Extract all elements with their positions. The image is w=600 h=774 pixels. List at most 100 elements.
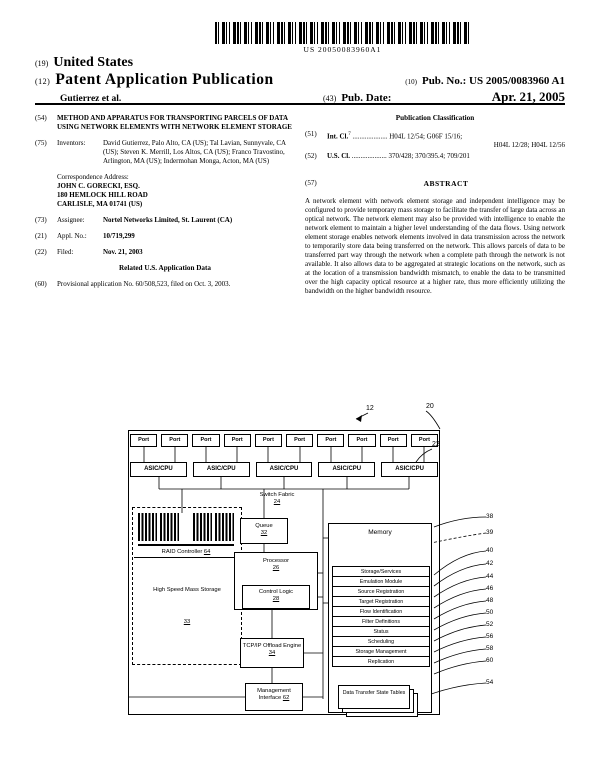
switch-fabric-ref: 24 xyxy=(273,499,281,505)
ref-12-label: (12) xyxy=(35,77,51,86)
disk-array-icon xyxy=(138,513,235,546)
asic-cpu-box: ASIC/CPU xyxy=(381,462,438,477)
asic-cpu-box: ASIC/CPU xyxy=(192,462,250,477)
disk-icon xyxy=(214,513,235,541)
abstract-heading-block: (57) ABSTRACT xyxy=(305,179,565,188)
field-54: (54) xyxy=(35,114,47,122)
int-cl-line1: Int. Cl.7 .................... H04L 12/5… xyxy=(327,130,565,141)
memory-title: Memory xyxy=(368,529,392,536)
management-interface-ref: 62 xyxy=(282,695,290,701)
pub-no-label: Pub. No.: xyxy=(421,75,467,87)
control-logic-box: Control Logic 28 xyxy=(242,585,310,609)
bibliographic-columns: (54) METHOD AND APPARATUS FOR TRANSPORTI… xyxy=(35,114,565,296)
hsms-label: High Speed Mass Storage xyxy=(153,587,221,593)
switch-fabric-text: Switch Fabric xyxy=(259,492,295,498)
int-cl-label: Int. Cl. xyxy=(327,132,349,141)
queue-box: Queue 32 xyxy=(240,518,288,544)
int-cl-sup: 7 xyxy=(348,132,351,137)
ref-46: 46 xyxy=(486,585,494,592)
pub-no-value: US 2005/0083960 A1 xyxy=(469,75,565,87)
ref-22: 22 xyxy=(432,441,440,448)
ref-44: 44 xyxy=(486,573,494,580)
processor-ref: 26 xyxy=(272,565,280,571)
port-box: Port xyxy=(254,434,283,447)
ref-58: 58 xyxy=(486,645,494,652)
authors: Gutierrez et al. xyxy=(60,94,122,104)
us-cl-block: (52) U.S. Cl. .................... 370/4… xyxy=(305,152,565,161)
filed-label: Filed: xyxy=(57,248,74,256)
ref-56: 56 xyxy=(486,633,494,640)
ref-42: 42 xyxy=(486,560,494,567)
management-interface-box: Management Interface 62 xyxy=(245,683,303,711)
provisional-block: (60) Provisional application No. 60/508,… xyxy=(35,280,295,289)
left-column: (54) METHOD AND APPARATUS FOR TRANSPORTI… xyxy=(35,114,295,296)
assignee-value: Nortel Networks Limited, St. Laurent (CA… xyxy=(103,216,233,224)
queue-ref: 32 xyxy=(260,530,268,536)
asic-cpu-box: ASIC/CPU xyxy=(318,462,376,477)
ref-12: 12 xyxy=(366,405,374,412)
disk-icon xyxy=(192,513,212,541)
us-cl-label: U.S. Cl. xyxy=(327,152,350,161)
port-row: Port Port Port Port Port Port Port Port … xyxy=(130,434,439,447)
country-name: United States xyxy=(53,55,134,70)
doc-type: (12) Patent Application Publication xyxy=(35,71,274,89)
dot-leader: .................... xyxy=(351,152,387,161)
ref-54: 54 xyxy=(486,679,494,686)
field-60: (60) xyxy=(35,280,47,288)
field-73: (73) xyxy=(35,216,47,224)
ref-40: 40 xyxy=(486,547,494,554)
switch-fabric-label: Switch Fabric 24 xyxy=(217,492,337,506)
related-data-heading: Related U.S. Application Data xyxy=(118,264,212,272)
port-box: Port xyxy=(223,434,251,447)
dot-leader: .................... xyxy=(352,132,388,141)
country-line: (19) United States xyxy=(35,53,565,71)
pub-no: (10)Pub. No.: US 2005/0083960 A1 xyxy=(405,75,565,87)
figure-diagram: Port Port Port Port Port Port Port Port … xyxy=(122,403,522,763)
tcpip-ref: 34 xyxy=(268,650,276,656)
ref-48: 48 xyxy=(486,597,494,604)
barcode-caption: US 20050083960A1 xyxy=(303,45,382,54)
int-cl-block: (51) Int. Cl.7 .................... H04L… xyxy=(305,130,565,150)
ref-43: (43) xyxy=(323,94,337,103)
port-box: Port xyxy=(348,434,376,447)
header: (19) United States (12) Patent Application… xyxy=(35,53,565,105)
assignee-label: Assignee: xyxy=(57,216,85,224)
correspondence-label: Correspondence Address: xyxy=(57,173,129,181)
barcode-icon xyxy=(215,22,470,44)
port-box: Port xyxy=(410,434,439,447)
tcpip-offload-engine-box: TCP/IP Offload Engine 34 xyxy=(240,638,304,668)
provisional-value: Provisional application No. 60/508,523, … xyxy=(57,280,231,288)
ref-19: (19) xyxy=(35,59,49,68)
field-21: (21) xyxy=(35,232,47,240)
field-51: (51) xyxy=(305,130,317,138)
filed-block: (22) Filed: Nov. 21, 2003 xyxy=(35,248,295,257)
port-box: Port xyxy=(286,434,314,447)
inventors-block: (75) Inventors: David Gutierrez, Palo Al… xyxy=(35,139,295,166)
control-logic-ref: 28 xyxy=(272,596,280,602)
appl-no-block: (21) Appl. No.: 10/719,299 xyxy=(35,232,295,241)
doc-type-text: Patent Application Publication xyxy=(55,71,274,88)
field-52: (52) xyxy=(305,152,317,161)
us-cl-value: 370/428; 370/395.4; 709/201 xyxy=(388,152,470,161)
ref-38: 38 xyxy=(486,513,494,520)
doctype-line: (12) Patent Application Publication (10)P… xyxy=(35,71,565,89)
classification-heading: Publication Classification xyxy=(395,114,475,122)
abstract-heading: ABSTRACT xyxy=(423,179,469,189)
memory-row: Replication xyxy=(332,656,430,667)
title-block: (54) METHOD AND APPARATUS FOR TRANSPORTI… xyxy=(35,114,295,132)
disk-icon xyxy=(160,513,180,541)
int-cl-line2: H04L 12/28; H04L 12/56 xyxy=(493,141,565,150)
ref-60: 60 xyxy=(486,657,494,664)
appl-no-label: Appl. No.: xyxy=(57,232,87,240)
raid-controller-ref: 64 xyxy=(203,549,211,555)
int-cl-value1: H04L 12/54; G06F 15/16; xyxy=(389,132,463,141)
raid-controller-text: RAID Controller xyxy=(161,549,203,555)
int-cl-content: Int. Cl.7 .................... H04L 12/5… xyxy=(327,130,565,150)
ref-50: 50 xyxy=(486,609,494,616)
asic-cpu-box: ASIC/CPU xyxy=(255,462,313,477)
correspondence-line: CARLISLE, MA 01741 (US) xyxy=(57,200,143,208)
state-tables-box: Data Transfer State Tables xyxy=(338,685,410,709)
authors-line: Gutierrez et al. (43)Pub. Date: Apr. 21,… xyxy=(35,89,565,105)
field-75: (75) xyxy=(35,139,47,147)
